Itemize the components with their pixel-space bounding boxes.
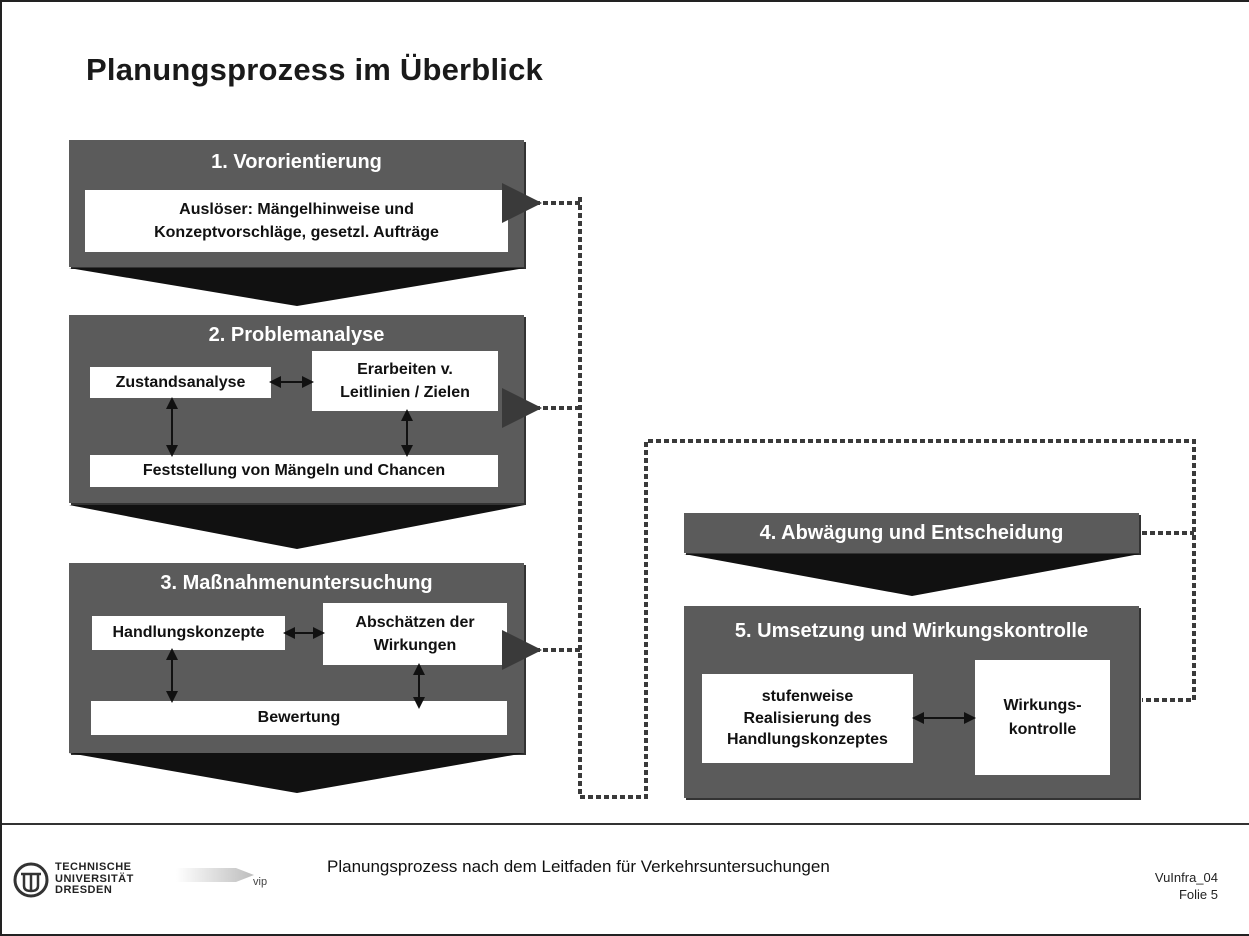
step1-box-line2: Konzeptvorschläge, gesetzl. Aufträge bbox=[154, 224, 439, 241]
step1-heading: 1. Vororientierung bbox=[211, 151, 382, 173]
step2-heading: 2. Problemanalyse bbox=[208, 324, 385, 346]
step3-right-box: Abschätzen der Wirkungen bbox=[323, 603, 507, 665]
step5-right-line1: Wirkungs- bbox=[1003, 697, 1082, 715]
step4-chevron bbox=[684, 554, 1140, 596]
step3-left-box: Handlungskonzepte bbox=[92, 616, 285, 650]
step5-arrows bbox=[912, 712, 976, 724]
university-logo-text: TECHNISCHE UNIVERSITÄT DRESDEN bbox=[55, 861, 134, 897]
step3-bottom-box: Bewertung bbox=[91, 701, 507, 735]
step3-arrows bbox=[166, 627, 425, 709]
step3-heading: 3. Maßnahmenuntersuchung bbox=[160, 572, 433, 594]
vip-logo-graphic bbox=[176, 868, 254, 882]
step5-right-box: Wirkungs- kontrolle bbox=[975, 660, 1110, 775]
slide-code: VuInfra_04 bbox=[1154, 870, 1218, 885]
step3-panel: 3. Maßnahmenuntersuchung Handlungskonzep… bbox=[69, 563, 524, 753]
slide-identifier: VuInfra_04 Folie 5 bbox=[1110, 870, 1218, 904]
step1-box: Auslöser: Mängelhinweise und Konzeptvors… bbox=[85, 190, 508, 252]
step5-heading: 5. Umsetzung und Wirkungskontrolle bbox=[734, 620, 1089, 642]
step5-left-box: stufenweise Realisierung des Handlungsko… bbox=[702, 674, 913, 763]
step3-right-line2: Wirkungen bbox=[373, 637, 457, 654]
step2-panel: 2. Problemanalyse Zustandsanalyse Erarbe… bbox=[69, 315, 524, 503]
step4-panel: 4. Abwägung und Entscheidung bbox=[684, 513, 1139, 553]
step3-chevron bbox=[69, 753, 525, 793]
step4-heading: 4. Abwägung und Entscheidung bbox=[759, 522, 1064, 544]
step2-right-line1: Erarbeiten v. bbox=[357, 360, 453, 378]
step1-chevron bbox=[69, 268, 525, 306]
step5-right-line2: kontrolle bbox=[1008, 720, 1077, 738]
step3-right-line1: Abschätzen der bbox=[355, 613, 475, 631]
step1-panel: 1. Vororientierung Auslöser: Mängelhinwe… bbox=[69, 140, 524, 267]
university-logo-line1: TECHNISCHE bbox=[55, 861, 132, 873]
step2-right-box: Erarbeiten v. Leitlinien / Zielen bbox=[312, 351, 498, 411]
step5-left-line1: stufenweise bbox=[761, 688, 854, 706]
step2-bottom-box: Feststellung von Mängeln und Chancen bbox=[90, 455, 498, 487]
vip-logo-text: vip bbox=[253, 876, 268, 888]
university-logo-icon bbox=[13, 862, 49, 898]
connector-main-loop bbox=[578, 197, 1196, 799]
step2-left-box: Zustandsanalyse bbox=[90, 367, 271, 398]
footer-caption: Planungsprozess nach dem Leitfaden für V… bbox=[327, 857, 830, 876]
step5-left-line3: Handlungskonzeptes bbox=[727, 731, 888, 749]
footer-divider bbox=[2, 823, 1249, 825]
slide-title: Planungsprozess im Überblick bbox=[86, 52, 543, 87]
step2-arrows bbox=[166, 376, 413, 457]
step2-right-line2: Leitlinien / Zielen bbox=[340, 384, 470, 401]
step5-left-line2: Realisierung des bbox=[743, 709, 872, 727]
university-logo-line3: DRESDEN bbox=[55, 884, 113, 897]
slide-number: Folie 5 bbox=[1178, 886, 1218, 902]
university-logo-line2: UNIVERSITÄT bbox=[55, 872, 134, 885]
step2-chevron bbox=[69, 505, 525, 549]
step5-panel: 5. Umsetzung und Wirkungskontrolle stufe… bbox=[684, 606, 1139, 798]
step1-box-line1: Auslöser: Mängelhinweise und bbox=[179, 200, 414, 218]
